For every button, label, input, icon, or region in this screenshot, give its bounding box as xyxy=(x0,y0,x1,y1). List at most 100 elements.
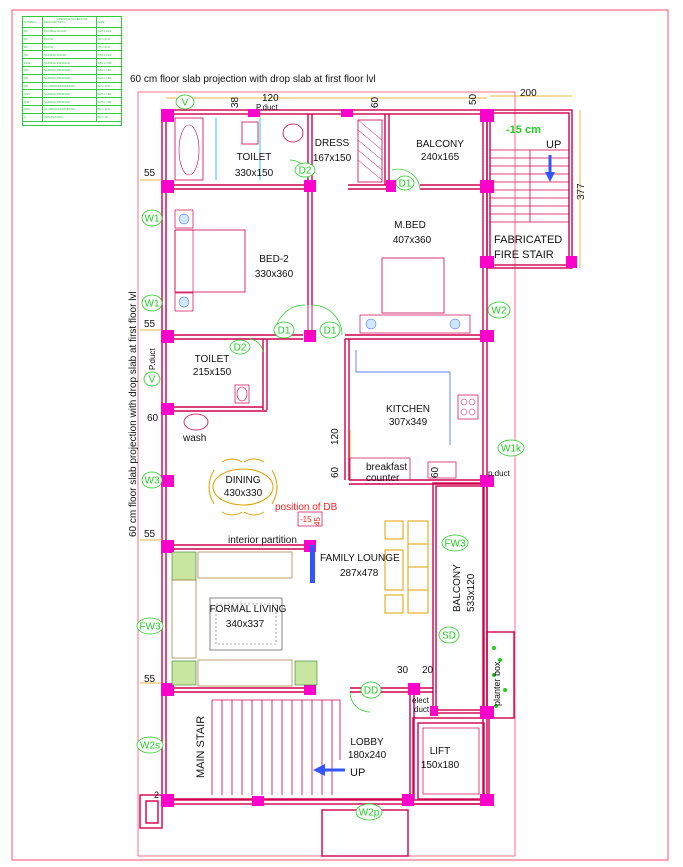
db-marker xyxy=(297,511,323,527)
dim-60-kitchen: 60 xyxy=(330,466,341,478)
tag-w2s: W2s xyxy=(140,741,160,752)
schedule-cell: SD xyxy=(23,51,43,59)
dining-size: 430x330 xyxy=(224,488,263,499)
schedule-cell: V xyxy=(23,113,43,121)
dress-size: 167x150 xyxy=(313,153,352,164)
tag-d1-bal-ellipse xyxy=(395,175,415,191)
schedule-cell: D1 xyxy=(23,28,43,35)
schedule-cell: 180 x 150 xyxy=(98,60,112,65)
dim-377: 377 xyxy=(576,183,587,200)
schedule-cell: SLIDING WINDOW xyxy=(43,90,97,98)
tag-w1k-ellipse xyxy=(497,439,525,457)
schedule-cell: SLIDING WINDOW xyxy=(43,59,97,66)
dimension-lines xyxy=(140,95,581,684)
formal-living-name: FORMAL LIVING xyxy=(210,604,287,615)
pduct-top: P.duct xyxy=(256,103,278,112)
labels: 60 cm floor slab projection with drop sl… xyxy=(128,74,562,779)
schedule-cell: 120 x 150 xyxy=(98,91,112,96)
dim-60-left: 60 xyxy=(147,413,159,424)
schedule-cell: SLIDING WINDOW xyxy=(43,74,97,82)
balcony-side-name: BALCONY xyxy=(452,564,463,612)
bathtub-icon xyxy=(174,117,204,181)
mbed-name: M.BED xyxy=(394,220,426,231)
dim-60-sink: 60 xyxy=(430,466,441,478)
family-lounge-name: FAMILY LOUNGE xyxy=(320,553,400,564)
wash-label: wash xyxy=(182,433,206,444)
toilet1-size: 330x150 xyxy=(235,168,274,179)
schedule-cell: FW3 xyxy=(23,59,43,66)
tag-w1-b: W1 xyxy=(145,299,160,310)
interior-partition-note: interior partition xyxy=(228,535,297,546)
dress-name: DRESS xyxy=(315,138,350,149)
fire-stair-up: UP xyxy=(546,139,561,151)
dining-name: DINING xyxy=(226,475,261,486)
master-bed-furniture xyxy=(359,257,471,334)
family-lounge-size: 287x478 xyxy=(340,568,379,579)
breakfast-label-1: breakfast xyxy=(366,462,407,473)
schedule-cell: VENTILATOR xyxy=(43,113,97,121)
tag-sd: SD xyxy=(442,631,456,642)
dining-set xyxy=(208,458,278,516)
tag-w2s-ellipse xyxy=(136,736,164,754)
tag-d2-a-ellipse xyxy=(294,162,316,178)
kitchen-counter xyxy=(349,350,479,481)
dim-38: 38 xyxy=(230,96,241,108)
tag-v-left: V xyxy=(149,375,156,386)
schedule-header-symbol: SYMBOL xyxy=(23,17,43,27)
tag-w3: W3 xyxy=(145,476,160,487)
tag-fw3-l-ellipse xyxy=(136,617,164,635)
dim-minus15: -15 xyxy=(300,515,312,524)
tag-sd-ellipse xyxy=(438,626,460,644)
dim-45: 45 xyxy=(313,517,322,526)
schedule-cell: 60 x 120 xyxy=(98,83,110,88)
dim-20: 20 xyxy=(422,665,434,676)
dim-2: 2 xyxy=(154,790,159,800)
schedule-cell: 60 x 45 xyxy=(98,115,108,120)
schedule-cell: 120 x 150 xyxy=(98,76,112,81)
schedule-cell: W1k xyxy=(23,105,43,113)
fire-stair-treads xyxy=(490,149,569,223)
planter-box-label: planter box xyxy=(492,661,502,706)
hob-icon xyxy=(457,394,479,420)
main-stair-treads xyxy=(211,699,341,795)
tag-d2-a: D2 xyxy=(299,166,312,177)
lobby-up: UP xyxy=(350,767,365,779)
bed2-furniture xyxy=(174,209,246,312)
bed2-name: BED-2 xyxy=(259,254,289,265)
schedule-cell: SLIDING DOOR xyxy=(43,51,97,59)
schedule-cell: 60 x 120 xyxy=(98,107,110,112)
tag-fw3-r: FW3 xyxy=(444,539,466,550)
schedule-cell: ALUMINIUM WINDOW xyxy=(43,105,97,113)
formal-living-size: 340x337 xyxy=(226,619,265,630)
fire-stair-name2: FIRE STAIR xyxy=(494,249,554,261)
dim-55-a: 55 xyxy=(144,168,156,179)
balcony-side-size: 533x120 xyxy=(466,573,477,612)
dim-55-d: 55 xyxy=(144,674,156,685)
tag-d1-l: D1 xyxy=(278,326,291,337)
wash-basin-icon xyxy=(183,413,209,431)
schedule-cell: SLIDING WINDOW xyxy=(43,66,97,74)
mbed-size: 407x360 xyxy=(393,235,432,246)
main-stair-label: MAIN STAIR xyxy=(195,716,207,778)
schedule-cell: 90 x 210 xyxy=(98,37,110,42)
pduct-right: p.duct xyxy=(488,469,511,478)
columns xyxy=(161,109,577,807)
kitchen-name: KITCHEN xyxy=(386,404,430,415)
bed2-size: 330x360 xyxy=(255,269,294,280)
tag-w1-a-ellipse xyxy=(141,209,163,227)
elect-duct-2: duct xyxy=(414,705,430,714)
kitchen-size: 307x349 xyxy=(389,417,428,428)
tv-unit xyxy=(310,545,315,583)
pduct-left: P.duct xyxy=(148,348,157,370)
tag-v-top: V xyxy=(182,98,189,109)
schedule-cell: D2 xyxy=(23,43,43,51)
